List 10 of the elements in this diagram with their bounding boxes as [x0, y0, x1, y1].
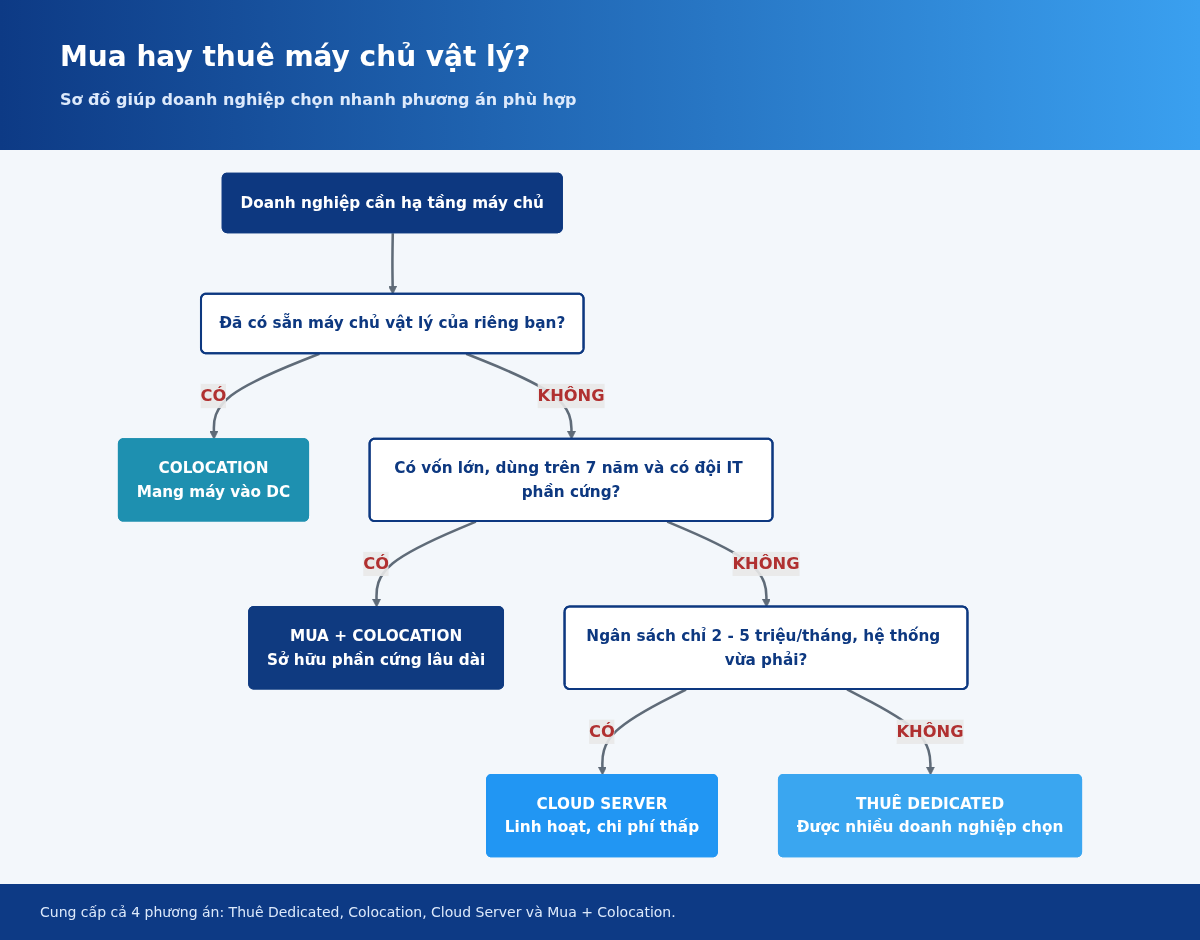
title: Mua hay thuê máy chủ vật lý?: [60, 40, 531, 73]
edge-label: CÓ: [200, 385, 227, 406]
edge-label: CÓ: [363, 553, 390, 573]
edge-label: KHÔNG: [896, 721, 964, 741]
subtitle: Sơ đồ giúp doanh nghiệp chọn nhanh phương án phù hợp: [60, 90, 577, 109]
edge-label: KHÔNG: [732, 553, 800, 573]
edge-label: KHÔNG: [537, 385, 605, 406]
edge-label: CÓ: [589, 721, 615, 741]
arrow: [597, 688, 687, 776]
caption: Cung cấp cả 4 phương án: Thuê Dedicated, Colocation, Cloud Server và Mua + Colocation.: [40, 904, 676, 920]
